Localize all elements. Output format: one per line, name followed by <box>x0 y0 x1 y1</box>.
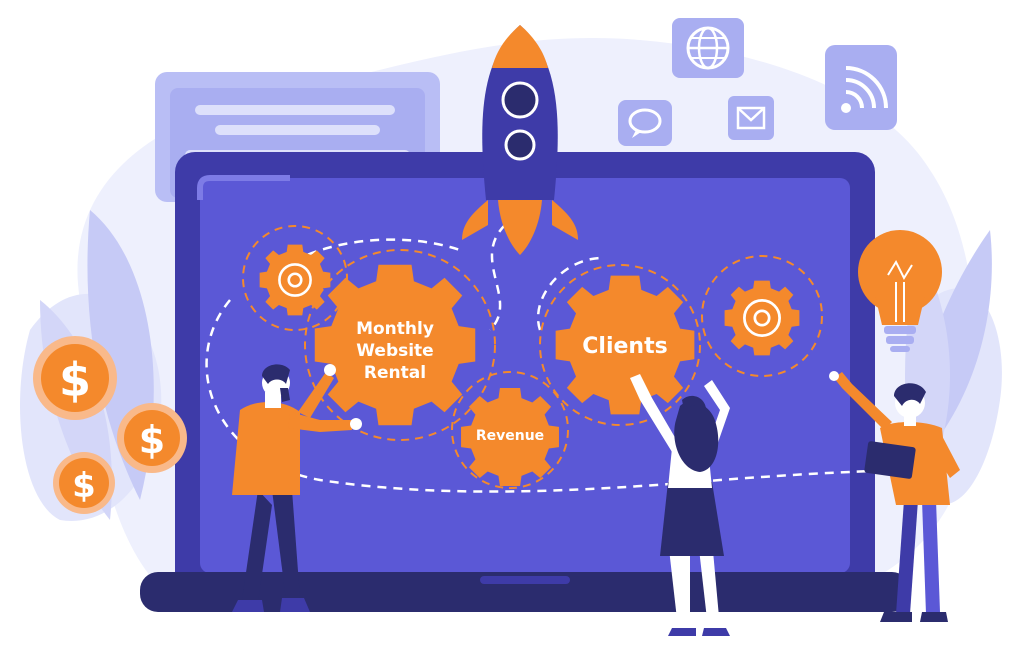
gear-label-monthly: Monthly <box>356 319 434 339</box>
person-man-right <box>829 371 960 622</box>
coin-icon: $ <box>53 452 115 514</box>
person-woman-middle <box>630 374 730 636</box>
mail-icon <box>728 96 774 140</box>
person-man-left <box>232 364 362 612</box>
globe-icon <box>672 18 744 78</box>
gear-label-revenue: Revenue <box>476 428 544 444</box>
dashed-orbits <box>242 225 823 489</box>
gear-label-clients: Clients <box>582 334 667 359</box>
wifi-icon <box>825 45 897 130</box>
rocket-icon <box>462 25 578 255</box>
coin-icon: $ <box>33 336 117 420</box>
coin-symbol: $ <box>72 466 96 506</box>
small-gear-right <box>724 280 800 356</box>
small-gear-left <box>259 244 331 316</box>
coin-symbol: $ <box>59 353 91 407</box>
gear-label-rental: Rental <box>364 363 426 383</box>
coin-icon: $ <box>117 403 187 473</box>
lightbulb-icon <box>858 230 942 352</box>
gear-label-website: Website <box>356 341 433 361</box>
chat-icon <box>618 100 672 146</box>
coin-symbol: $ <box>139 418 165 462</box>
